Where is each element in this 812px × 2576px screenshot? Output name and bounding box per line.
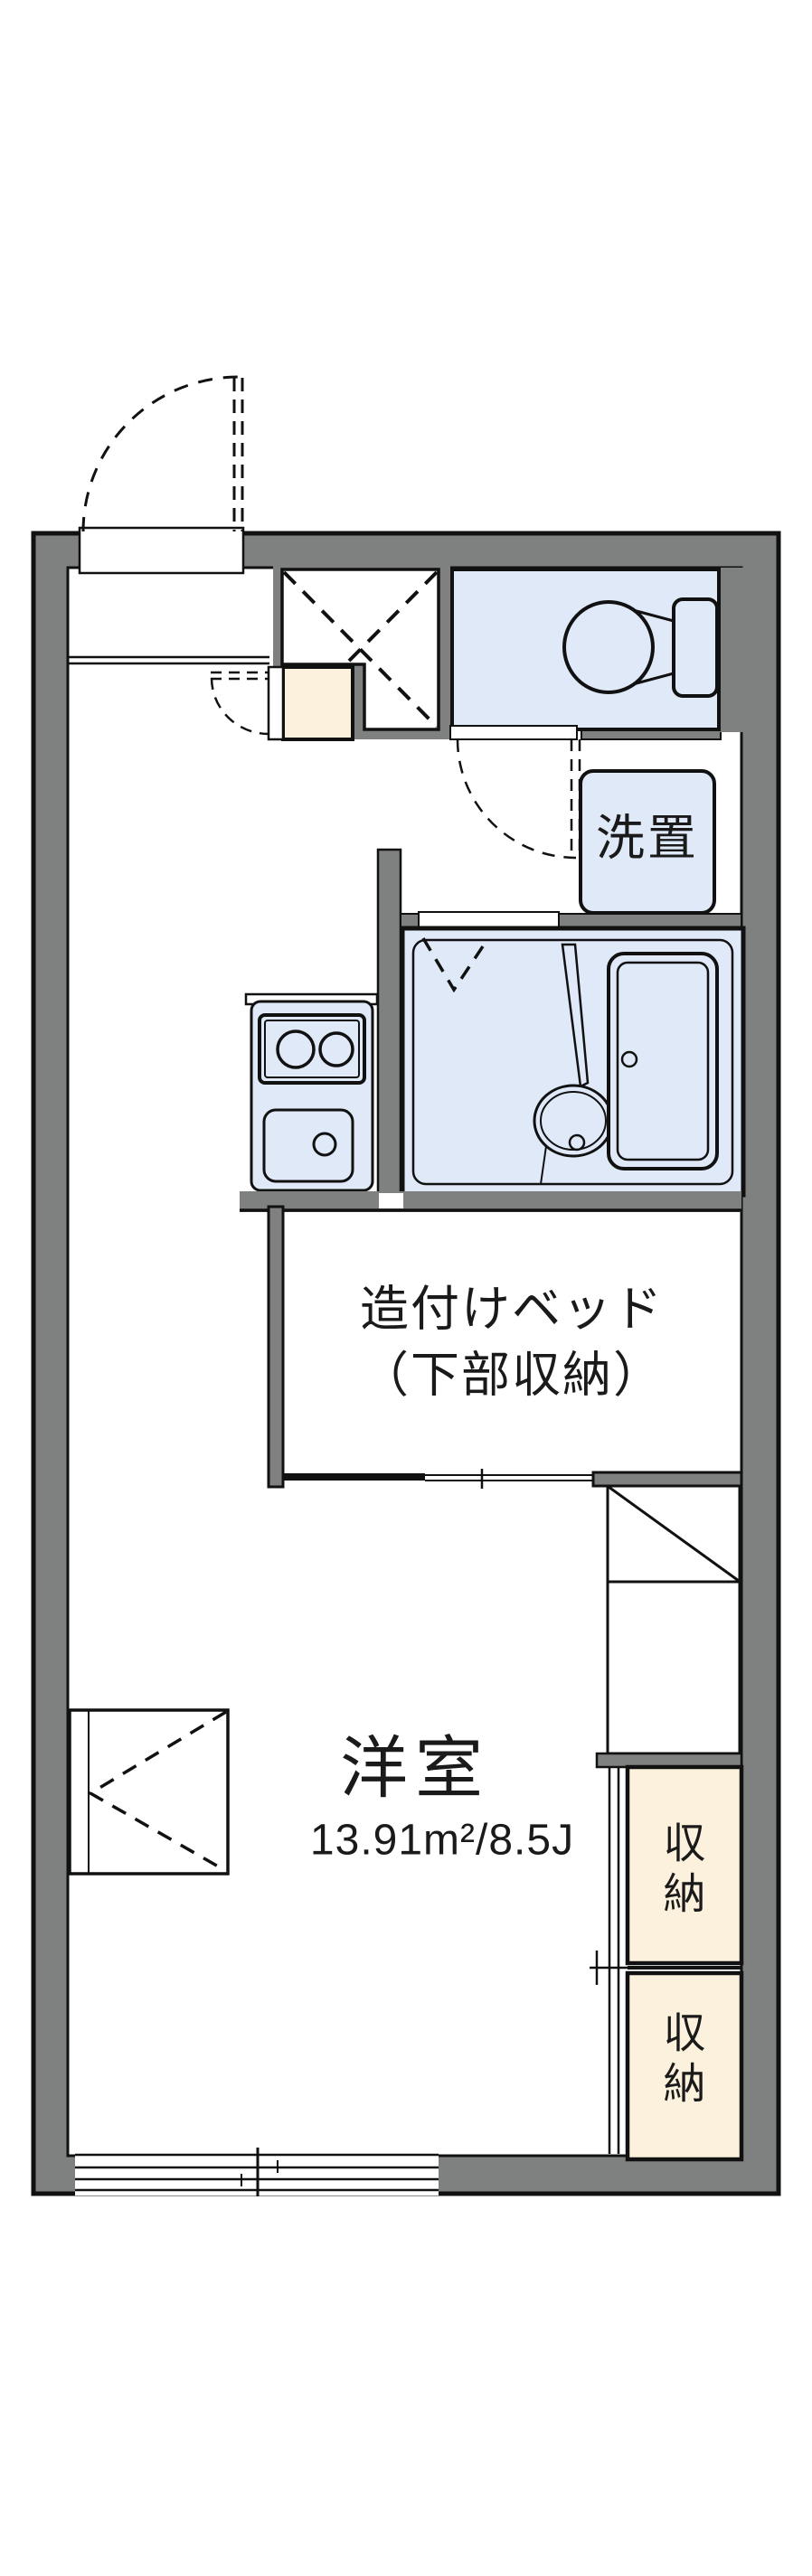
closet-x-mark <box>282 570 439 729</box>
sink-icon <box>262 1108 354 1183</box>
water-heater-door <box>267 665 285 741</box>
toilet-icon <box>562 597 719 698</box>
refrigerator-diagonal <box>608 1485 740 1583</box>
toilet-door-opening <box>449 725 578 740</box>
room-window-left <box>68 1708 230 1876</box>
wall-toilet-right <box>717 568 743 732</box>
washer-label: 洗置 <box>596 811 699 866</box>
wall-bed-top <box>240 1191 741 1212</box>
bed-label-line2: （下部収納） <box>360 1348 664 1403</box>
washing-machine-area <box>579 769 716 915</box>
entrance-opening <box>78 526 245 575</box>
bathtub-icon <box>607 952 719 1170</box>
bathroom-floor-line <box>411 938 734 1186</box>
storage-box-upper <box>625 1764 744 1966</box>
bath-partition <box>561 943 590 1088</box>
hall-door-swing-arc <box>210 677 269 736</box>
water-heater-box <box>281 665 354 741</box>
main-room-label: 洋室 <box>339 1729 491 1806</box>
toilet-door-swing-arc <box>456 738 577 860</box>
bed-label-line1: 造付けベッド <box>360 1282 664 1337</box>
wall-gap-corridor <box>379 1193 403 1208</box>
storage-upper-label: 収納 <box>663 1819 706 1918</box>
main-room-area-label: 13.91m²/8.5J <box>309 1816 575 1865</box>
storage-box-lower <box>625 1970 744 2162</box>
washbasin-icon <box>533 1084 614 1185</box>
entrance-door-swing-arc <box>81 375 239 532</box>
room-window-left-swing <box>87 1710 227 1873</box>
stove-icon <box>258 1013 366 1085</box>
bed-bottom-wall-right <box>591 1471 743 1488</box>
bathroom-folding-door <box>421 937 490 993</box>
bed-left-wall <box>267 1205 285 1489</box>
storage-lower-label: 収納 <box>663 2008 706 2108</box>
bed-bottom-wall-left <box>283 1473 425 1481</box>
right-column-box <box>606 1580 741 1755</box>
wall-kitchen-right <box>376 848 402 1195</box>
